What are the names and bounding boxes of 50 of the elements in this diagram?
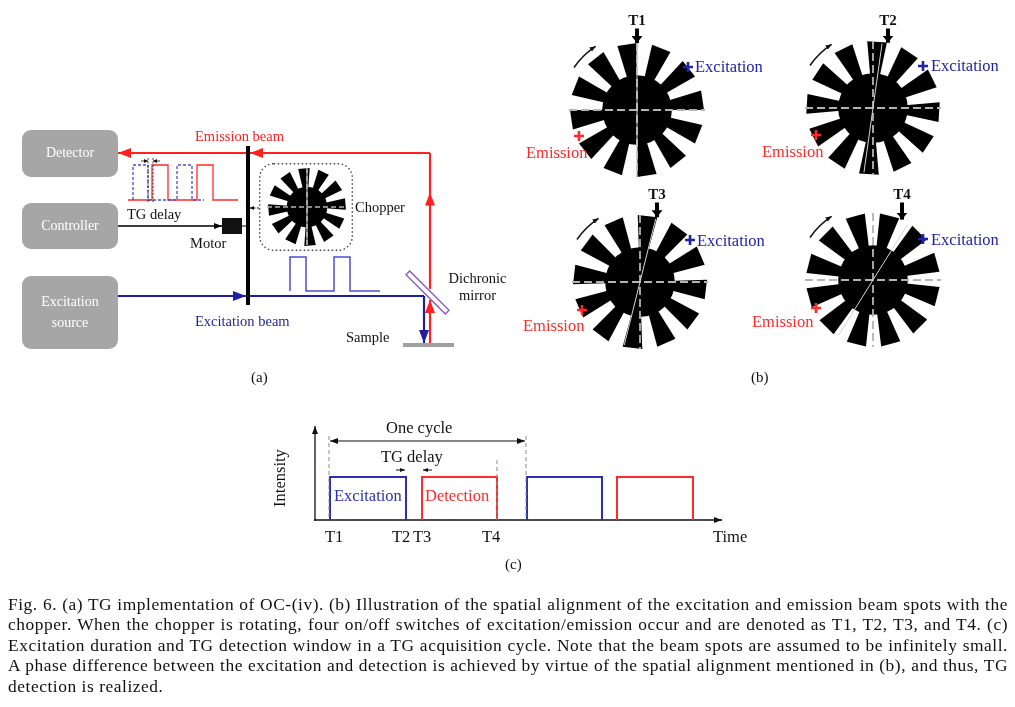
- pulse-label: Detection: [425, 487, 490, 506]
- shaft-line: [241, 225, 247, 227]
- tick-label: T3: [413, 528, 432, 547]
- tick-label: T2: [392, 528, 411, 547]
- beam-arrow: [250, 148, 435, 289]
- dimension-label: TG delay: [381, 448, 443, 467]
- panel-label: (b): [751, 369, 769, 386]
- edge-label: Excitation beam: [195, 314, 290, 330]
- beam-spot-label: Emission: [752, 313, 814, 332]
- beam-spot-label: Emission: [762, 143, 824, 162]
- figure-caption: Fig. 6. (a) TG implementation of OC-(iv). (b) Illustration of the spatial alignment of the excitation and emission beam spots with the chopper. When the chopper is rotating, four on/off switches of excitation/emission occur and are denoted as T1, T2, T3, and T4. (c) Excitation duration and TG detection window in a TG acquisition cycle. Note that the beam spots are assumed to be infinitely small. A phase difference between the excitation and detection is achieved by virtue of the spatial alignment mentioned in (b), and thus, TG detection is realized.: [8, 594, 1008, 697]
- dimension-label: One cycle: [386, 419, 453, 438]
- component-label: Dichronic mirror: [447, 270, 508, 304]
- beam-arrow: [118, 148, 246, 158]
- component-label: Sample: [346, 330, 390, 346]
- beam-arrow: [419, 296, 429, 343]
- beam-arrow: [118, 291, 246, 301]
- device-box: Detector: [22, 130, 118, 177]
- device-box: Controller: [22, 203, 118, 249]
- time-point-label: T4: [893, 186, 911, 203]
- time-point-label: T3: [648, 186, 666, 203]
- pointer-arrow: [898, 202, 906, 220]
- panel-label: (a): [251, 369, 268, 386]
- axis-label: Time: [713, 528, 748, 547]
- beam-spot-label: Excitation: [931, 231, 999, 250]
- dimension-label: TG delay: [127, 207, 182, 223]
- pulse-label: Excitation: [334, 487, 402, 506]
- pointer-arrow: [884, 28, 892, 43]
- time-point-label: T2: [879, 12, 897, 29]
- device-box: Excitation source: [22, 276, 118, 349]
- arrow: [117, 223, 223, 229]
- chopper-disk-edge: [246, 146, 250, 305]
- beam-spot-label: Excitation: [695, 58, 763, 77]
- beam-spot-label: Emission: [526, 144, 588, 163]
- panel-label: (c): [505, 556, 522, 573]
- beam-line: [250, 294, 424, 298]
- beam-spot-label: Excitation: [697, 232, 765, 251]
- arrow: [249, 206, 260, 210]
- time-point-label: T1: [628, 12, 646, 29]
- tick-label: T4: [482, 528, 501, 547]
- beam-arrow: [425, 300, 435, 343]
- pointer-arrow: [653, 202, 661, 218]
- tick-label: T1: [325, 528, 344, 547]
- beam-spot-label: Excitation: [931, 57, 999, 76]
- component-label: Chopper: [355, 200, 405, 216]
- axis-label: Intensity: [270, 449, 290, 507]
- beam-spot-label: Emission: [523, 317, 585, 336]
- pointer-arrow: [633, 28, 641, 43]
- edge-label: Emission beam: [195, 129, 284, 145]
- component-label: Motor: [190, 236, 227, 252]
